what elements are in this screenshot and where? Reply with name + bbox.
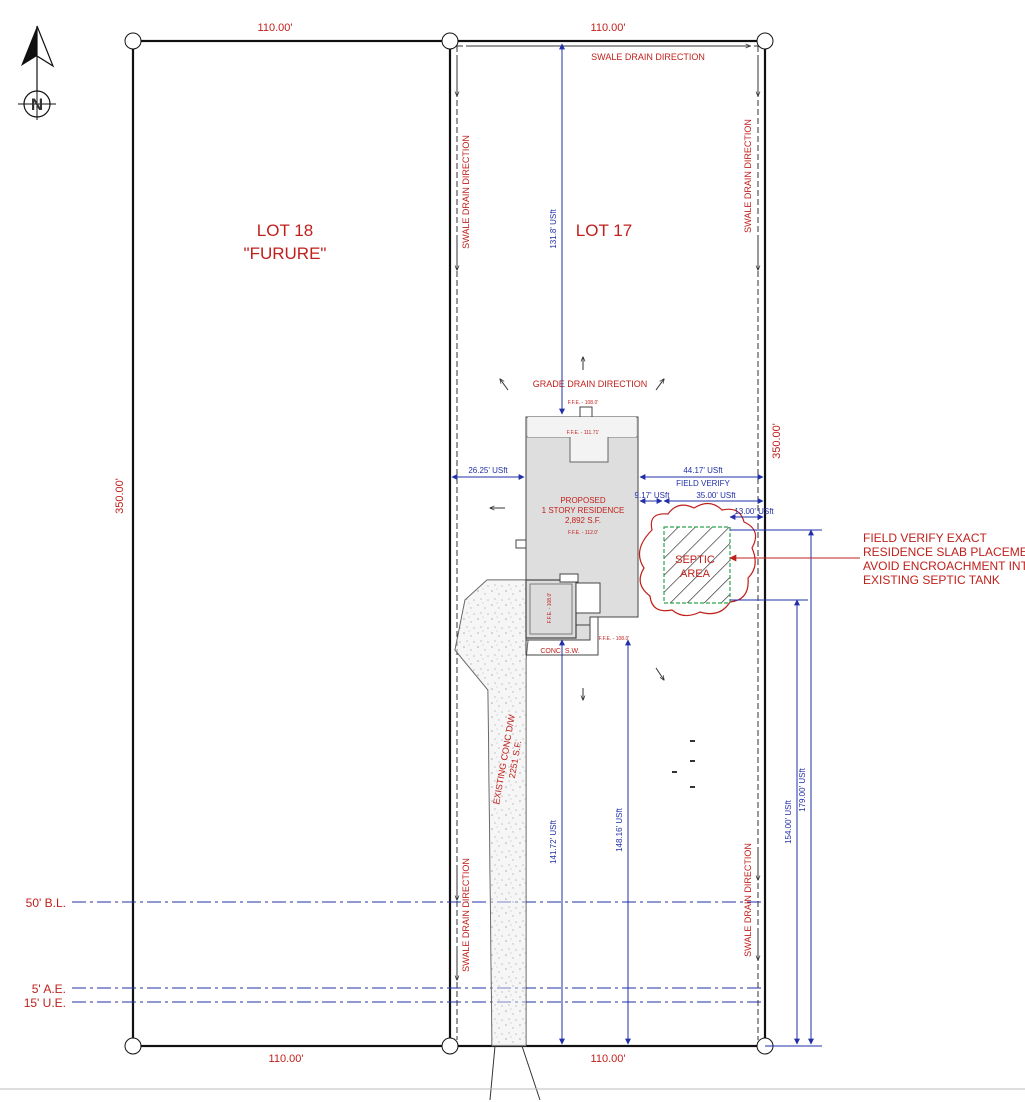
septic-rear-dimension: 154.00' USft (784, 799, 793, 844)
note-line3: AVOID ENCROACHMENT INTO (863, 559, 1025, 573)
lot-boundaries (124, 32, 774, 1055)
field-verify-note: FIELD VERIFY EXACT RESIDENCE SLAB PLACEM… (863, 531, 1025, 587)
rear-driveway-dimension: 141.72' USft (549, 819, 558, 864)
note-line4: EXISTING SEPTIC TANK (863, 573, 1000, 587)
left-setback-dimension: 26.25' USft (468, 466, 508, 475)
septic-width-dimension: 13.00' USft (734, 507, 774, 516)
dimension-lines (451, 43, 822, 1047)
residence: F.F.E. - 108.0' F.F.E. - 111.71' PROPOSE… (515, 400, 639, 656)
swale-left-upper-label: SWALE DRAIN DIRECTION (461, 135, 471, 249)
driveway (454, 579, 529, 1047)
swale-left-lower-label: SWALE DRAIN DIRECTION (461, 858, 471, 972)
bottom-left-dimension: 110.00' (269, 1053, 304, 1065)
note-line1: FIELD VERIFY EXACT (863, 531, 987, 545)
lot17-title: LOT 17 (576, 221, 632, 240)
north-arrow: N (18, 25, 56, 120)
residence-label-line1: PROPOSED (560, 496, 606, 505)
front-setback-dimension: 131.8' USft (549, 209, 558, 249)
top-left-dimension: 110.00' (258, 22, 293, 34)
lot18-side-dimension: 350.00' (114, 478, 126, 514)
note-line2: RESIDENCE SLAB PLACEMENT. (863, 545, 1025, 559)
house-to-septic-dimension: 9.17' USft (635, 491, 671, 500)
swale-side-arrows (457, 60, 758, 980)
septic-label-line1: SEPTIC (675, 554, 715, 566)
ffe-main-label: F.F.E. - 112.0' (568, 530, 598, 536)
swale-top-label: SWALE DRAIN DIRECTION (591, 52, 705, 62)
building-line-label: 50' B.L. (26, 896, 66, 910)
utility-easement-label: 15' U.E. (24, 996, 66, 1010)
survey-marks (672, 740, 695, 788)
swale-right-upper-label: SWALE DRAIN DIRECTION (743, 119, 753, 233)
field-verify-label: FIELD VERIFY (676, 479, 730, 488)
septic-far-dimension: 179.00' USft (798, 767, 807, 812)
bottom-right-dimension: 110.00' (591, 1053, 626, 1065)
septic-to-line-dimension: 35.00' USft (696, 491, 736, 500)
easement-lines (72, 901, 765, 1003)
lot17-side-dimension: 350.00' (771, 423, 783, 459)
swale-right-lower-label: SWALE DRAIN DIRECTION (743, 843, 753, 957)
lot18-subtitle: "FURURE" (244, 244, 327, 263)
lot18-title: LOT 18 (257, 221, 313, 240)
grade-drain-arrows (490, 357, 690, 700)
ffe-corner-label: F.F.E. - 108.0' (599, 636, 629, 642)
sidewalk-label: CONC. S.W. (540, 648, 579, 655)
right-setback-dimension: 44.17' USft (683, 466, 723, 475)
top-right-dimension: 110.00' (591, 22, 626, 34)
residence-label-line2: 1 STORY RESIDENCE (542, 506, 625, 515)
ffe-top-label: F.F.E. - 108.0' (568, 400, 598, 406)
septic-area: SEPTIC AREA (638, 502, 757, 617)
grade-drain-label: GRADE DRAIN DIRECTION (533, 379, 648, 389)
rear-house-dimension: 148.16' USft (615, 807, 624, 852)
residence-area: 2,892 S.F. (565, 516, 601, 525)
north-label: N (31, 95, 43, 114)
access-easement-label: 5' A.E. (32, 982, 66, 996)
north-arrow-icon (21, 26, 37, 66)
septic-label-line2: AREA (680, 568, 711, 580)
ffe-garage-label: F.F.E. - 108.0' (547, 593, 553, 623)
ffe-porch-label: F.F.E. - 111.71' (567, 430, 599, 436)
